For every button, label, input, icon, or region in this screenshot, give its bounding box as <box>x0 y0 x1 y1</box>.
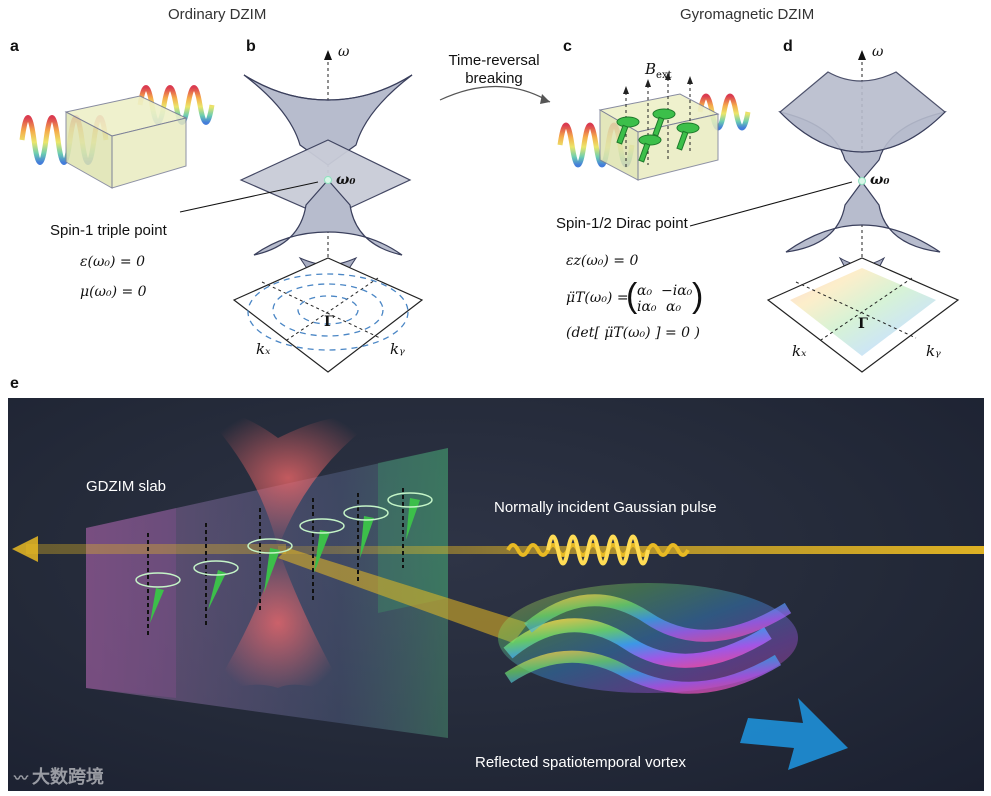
upper-red-cone <box>198 408 378 548</box>
spin1-triple-point-label: Spin-1 triple point <box>50 222 167 239</box>
omega-axis-arrow-d <box>858 50 866 60</box>
top-figure-graphics <box>19 50 960 373</box>
panel-label-d: d <box>783 38 793 55</box>
vortex-direction-arrow <box>740 698 848 770</box>
gamma-label-d: Γ <box>858 316 868 332</box>
eq-mu: μ(ω₀) = 0 <box>80 284 147 300</box>
eq-epsilon-z: εz(ω₀) = 0 <box>566 253 639 269</box>
transition-label-line2: breaking <box>465 70 523 87</box>
k-plane-b <box>232 257 424 373</box>
header-ordinary-dzim: Ordinary DZIM <box>168 6 267 23</box>
spin-arrows-e <box>135 488 433 638</box>
panel-label-a: a <box>10 38 19 55</box>
omega-axis-label-b: ω <box>338 44 350 60</box>
vortex-label: Reflected spatiotemporal vortex <box>475 754 686 771</box>
spatiotemporal-vortex <box>498 583 798 694</box>
eq-determinant: (det[ μ̈T(ω₀) ] = 0 ) <box>566 325 700 341</box>
panel-c-slab <box>557 72 751 181</box>
panel-b-band-cones <box>179 50 424 373</box>
panel-d-band-cones <box>689 50 960 373</box>
transmitted-beam <box>26 544 286 554</box>
ky-label-d: kᵧ <box>926 342 941 360</box>
transition-label-line1: Time-reversal <box>448 52 540 69</box>
omega0-label-b: ω₀ <box>336 172 356 188</box>
gaussian-pulse-label: Normally incident Gaussian pulse <box>494 499 717 516</box>
triple-point-marker <box>324 176 332 184</box>
transmitted-beam-arrow <box>12 536 38 562</box>
panel-label-c: c <box>563 38 572 55</box>
lower-red-cone <box>208 548 348 698</box>
kx-label-d: kₓ <box>792 342 807 360</box>
ky-label-b: kᵧ <box>390 340 405 358</box>
incident-beam <box>278 546 984 554</box>
panel-e-illustration: GDZIM slab Normally incident Gaussian pu… <box>8 398 984 791</box>
eq-mu-tensor: μ̈T(ω₀) = ( α₀ −iα₀ iα₀ α₀ ) <box>566 277 704 315</box>
omega0-label-d: ω₀ <box>870 172 890 188</box>
dirac-point-marker <box>858 177 866 185</box>
omega-axis-label-d: ω <box>872 44 884 60</box>
panel-label-e: e <box>10 375 19 392</box>
kx-label-b: kₓ <box>256 340 271 358</box>
eq-epsilon: ε(ω₀) = 0 <box>80 254 146 270</box>
gamma-label-b: Γ <box>324 314 334 330</box>
spin-icons-c <box>616 108 700 163</box>
watermark: 〰 大数跨境 <box>14 767 105 787</box>
gdzim-slab-label: GDZIM slab <box>86 478 167 495</box>
panel-label-b: b <box>246 38 256 55</box>
field-label: Bext <box>645 60 672 81</box>
reflected-beam <box>278 548 528 643</box>
time-reversal-arrow <box>439 85 551 103</box>
header-gyromagnetic-dzim: Gyromagnetic DZIM <box>680 6 815 23</box>
omega-axis-arrow-b <box>324 50 332 60</box>
panel-e-graphics <box>12 408 984 770</box>
spin-half-dirac-point-label: Spin-1/2 Dirac point <box>556 215 688 232</box>
panel-a-slab <box>19 85 215 189</box>
